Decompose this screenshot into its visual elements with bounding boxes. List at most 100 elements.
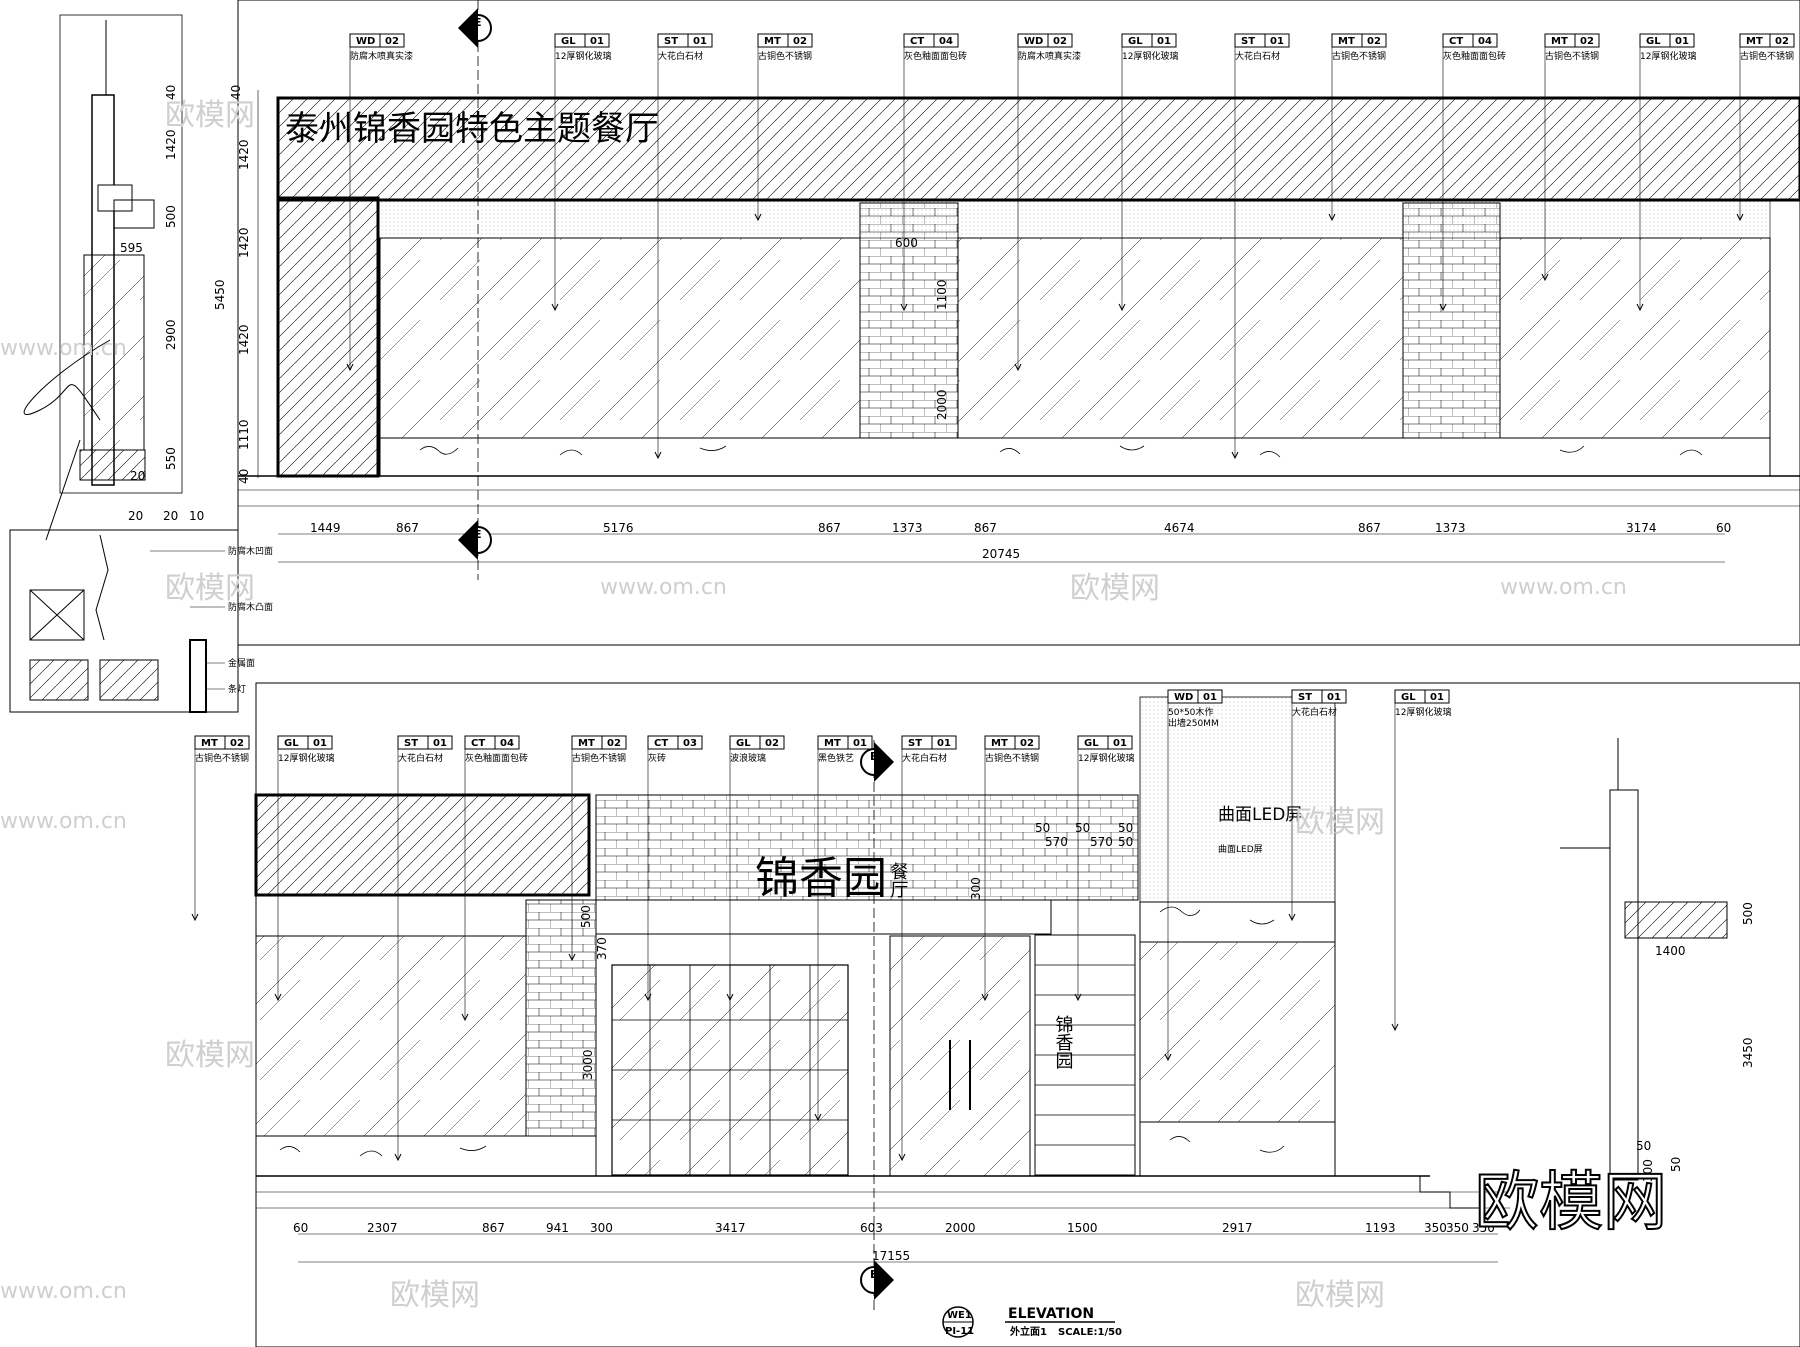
svg-text:www.om.cn: www.om.cn: [0, 809, 127, 834]
tag-note: 古铜色不锈钢: [572, 752, 626, 764]
svg-text:595: 595: [120, 241, 143, 255]
svg-text:867: 867: [818, 521, 841, 535]
tag-note: 大花白石材: [1292, 706, 1337, 718]
tag-note: 50*50木作: [1168, 706, 1213, 718]
svg-text:ELEVATION: ELEVATION: [1008, 1306, 1094, 1322]
svg-text:2900: 2900: [164, 319, 178, 350]
svg-text:www.om.cn: www.om.cn: [600, 575, 727, 600]
tag-code: MT: [1551, 36, 1568, 47]
tag-note: 古铜色不锈钢: [1332, 50, 1386, 62]
tag-note: 大花白石材: [902, 752, 947, 764]
tag-code: ST: [1298, 692, 1312, 703]
tag-number: 02: [1775, 36, 1789, 47]
tag-number: 02: [230, 738, 244, 749]
tag-code: GL: [1084, 738, 1099, 749]
tag-code: MT: [991, 738, 1008, 749]
svg-text:www.om.cn: www.om.cn: [0, 336, 127, 361]
tag-code: GL: [284, 738, 299, 749]
tag-number: 01: [1270, 36, 1284, 47]
tag-code: MT: [578, 738, 595, 749]
svg-text:370: 370: [595, 937, 609, 960]
svg-text:5450: 5450: [213, 279, 227, 310]
tag-note: 12厚钢化玻璃: [278, 752, 334, 764]
upper-stone-base: [379, 437, 1771, 477]
svg-text:867: 867: [974, 521, 997, 535]
tag-note: 古铜色不锈钢: [1740, 50, 1794, 62]
svg-text:867: 867: [482, 1221, 505, 1235]
tag-note: 古铜色不锈钢: [758, 50, 812, 62]
tag-number: 02: [607, 738, 621, 749]
tag-number: 01: [937, 738, 951, 749]
svg-text:40: 40: [164, 85, 178, 100]
lower-elevation: 锦香园 餐厅 锦香园 曲面LED屏 曲面LED屏: [191, 682, 1800, 1347]
tag-note: 波浪玻璃: [730, 752, 766, 764]
tag-code: MT: [1338, 36, 1355, 47]
svg-text:曲面LED屏: 曲面LED屏: [1218, 805, 1302, 825]
tag-number: 02: [1580, 36, 1594, 47]
upper-vertical-dims: 40 1420 1420 5450 1420 1110 40: [213, 85, 259, 484]
tag-code: CT: [910, 36, 924, 47]
svg-text:3000: 3000: [581, 1049, 595, 1080]
lower-sign-text: 锦香园: [755, 853, 887, 904]
tag-note-2: 出墙250MM: [1168, 717, 1219, 729]
tag-note: 12厚钢化玻璃: [1395, 706, 1451, 718]
title-block: WE1 PI-11 ELEVATION 外立面1 SCALE:1/50: [942, 1306, 1122, 1338]
svg-text:1193: 1193: [1365, 1221, 1396, 1235]
tag-number: 01: [433, 738, 447, 749]
tag-code: GL: [1128, 36, 1143, 47]
tag-number: 04: [1478, 36, 1492, 47]
tag-number: 01: [313, 738, 327, 749]
upper-glass-3: [1499, 237, 1771, 439]
svg-text:570: 570: [1090, 835, 1113, 849]
tag-number: 01: [693, 36, 707, 47]
svg-text:600: 600: [895, 236, 918, 250]
svg-text:17155: 17155: [872, 1249, 910, 1263]
tag-note: 古铜色不锈钢: [985, 752, 1039, 764]
svg-text:2000: 2000: [935, 389, 949, 420]
upper-glass-2: [957, 237, 1404, 439]
svg-text:欧模网: 欧模网: [1070, 571, 1160, 606]
tag-code: WD: [356, 36, 375, 47]
svg-text:防腐木凸面: 防腐木凸面: [228, 601, 273, 613]
tag-number: 02: [793, 36, 807, 47]
tag-code: ST: [908, 738, 922, 749]
tag-number: 01: [1430, 692, 1444, 703]
tag-note: 黑色铁艺: [818, 752, 854, 764]
svg-text:50: 50: [1636, 1139, 1651, 1153]
svg-text:500: 500: [579, 905, 593, 928]
svg-text:曲面LED屏: 曲面LED屏: [1218, 844, 1263, 855]
upper-brick-pier-2: [1402, 202, 1501, 477]
svg-text:50: 50: [1075, 821, 1090, 835]
tag-number: 01: [1113, 738, 1127, 749]
tag-code: WD: [1174, 692, 1193, 703]
svg-text:欧模网: 欧模网: [390, 1278, 480, 1313]
svg-text:3417: 3417: [715, 1221, 746, 1235]
svg-text:550: 550: [164, 447, 178, 470]
lower-inner-dims: 50 570 50 570 50 50 300 500 370 3000: [579, 821, 1133, 1080]
section-marker-lower: E E: [860, 740, 894, 1310]
tag-note: 灰色釉面面包砖: [465, 752, 528, 764]
svg-text:50: 50: [1118, 835, 1133, 849]
svg-text:300: 300: [969, 877, 983, 900]
svg-text:350: 350: [1472, 1221, 1495, 1235]
tag-number: 01: [1675, 36, 1689, 47]
tag-number: 01: [853, 738, 867, 749]
svg-text:1420: 1420: [237, 324, 251, 355]
tag-number: 03: [683, 738, 697, 749]
section-marker-upper: E E: [458, 0, 492, 580]
upper-glass-1: [379, 237, 861, 439]
tag-code: MT: [1746, 36, 1763, 47]
